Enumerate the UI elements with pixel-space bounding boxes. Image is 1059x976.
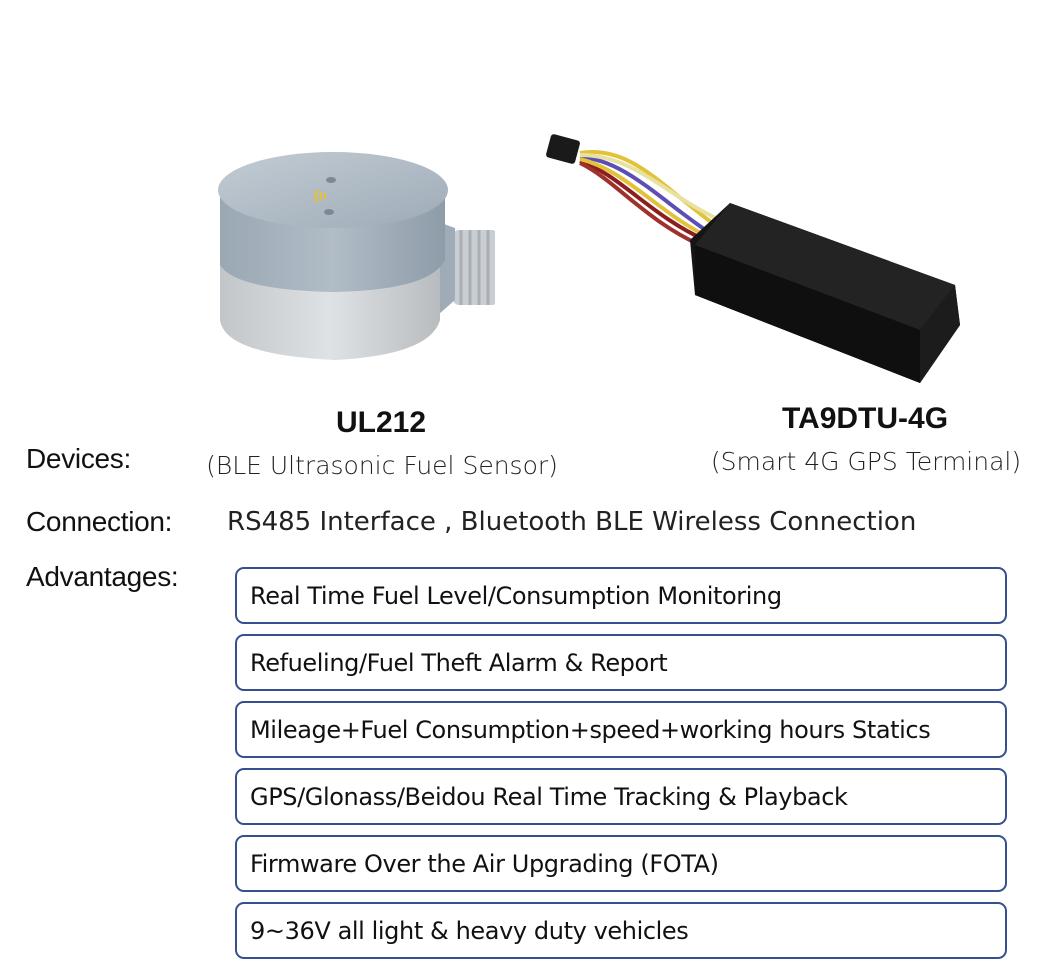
advantage-text: Refueling/Fuel Theft Alarm & Report — [250, 648, 668, 677]
advantage-item: 9~36V all light & heavy duty vehicles — [235, 902, 1007, 959]
gps-terminal-image — [540, 125, 980, 390]
connection-value: RS485 Interface , Bluetooth BLE Wireless… — [227, 507, 917, 537]
wireless-signal-icon — [314, 189, 327, 203]
connection-label: Connection: — [26, 506, 173, 537]
advantage-text: GPS/Glonass/Beidou Real Time Tracking & … — [250, 782, 848, 811]
device-description-ul212: (BLE Ultrasonic Fuel Sensor) — [206, 451, 558, 480]
device-description-ta9dtu: (Smart 4G GPS Terminal) — [710, 447, 1022, 476]
devices-label: Devices: — [26, 443, 131, 474]
advantage-text: Firmware Over the Air Upgrading (FOTA) — [250, 849, 719, 878]
device-model-ul212: UL212 — [335, 406, 427, 439]
advantage-text: Real Time Fuel Level/Consumption Monitor… — [250, 581, 782, 610]
advantage-item: Refueling/Fuel Theft Alarm & Report — [235, 634, 1007, 691]
advantage-item: Firmware Over the Air Upgrading (FOTA) — [235, 835, 1007, 892]
advantage-item: Mileage+Fuel Consumption+speed+working h… — [235, 701, 1007, 758]
advantage-text: Mileage+Fuel Consumption+speed+working h… — [250, 715, 931, 744]
advantages-label: Advantages: — [26, 561, 179, 592]
advantage-item: GPS/Glonass/Beidou Real Time Tracking & … — [235, 768, 1007, 825]
advantage-text: 9~36V all light & heavy duty vehicles — [250, 916, 689, 945]
advantage-item: Real Time Fuel Level/Consumption Monitor… — [235, 567, 1007, 624]
ultrasonic-fuel-sensor-image — [205, 150, 498, 370]
device-model-ta9dtu: TA9DTU-4G — [781, 402, 949, 435]
